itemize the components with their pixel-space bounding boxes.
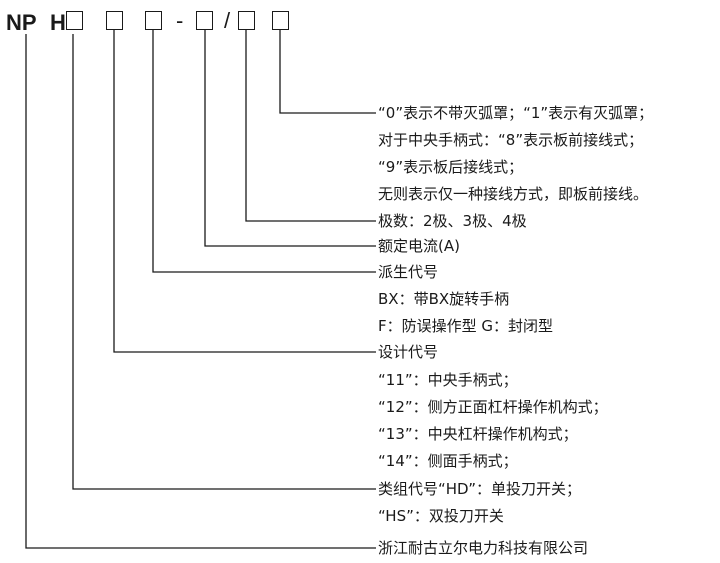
desc-single-wiring: 无则表示仅一种接线方式，即板前接线。 (378, 185, 649, 203)
desc-rear-wiring: “9”表示板后接线式； (378, 158, 524, 176)
desc-bx: BX：带BX旋转手柄 (378, 290, 510, 308)
leader-line-design (113, 30, 376, 353)
code-slash: / (224, 8, 231, 33)
desc-code-13: “13”：中央杠杆操作机构式； (378, 425, 578, 443)
code-box-design (66, 11, 83, 30)
desc-code-12: “12”：侧方正面杠杆操作机构式； (378, 398, 608, 416)
leader-line-derivative (152, 30, 376, 273)
model-prefix: NP (6, 10, 37, 35)
code-box-current (196, 11, 213, 30)
code-box-poles (238, 11, 255, 30)
leader-line-poles (245, 30, 376, 222)
leader-line-company (25, 34, 376, 549)
desc-class-hd: 类组代号“HD”：单投刀开关； (378, 480, 581, 498)
desc-f-g: F：防误操作型 G：封闭型 (378, 317, 554, 335)
code-box-extra (272, 11, 289, 30)
desc-arc-chute: “0”表示不带灭弧罩；“1”表示有灭弧罩； (378, 104, 654, 122)
leader-line-class (72, 34, 376, 490)
desc-code-14: “14”：侧面手柄式； (378, 452, 518, 470)
desc-class-hs: “HS”：双投刀开关 (378, 507, 504, 525)
desc-code-11: “11”：中央手柄式； (378, 371, 518, 389)
leader-line-current (204, 30, 376, 247)
desc-rated-current: 额定电流(A) (378, 237, 460, 255)
code-box-design-2 (106, 11, 123, 30)
model-letter: H (50, 10, 66, 35)
desc-design-code: 设计代号 (378, 343, 439, 361)
desc-poles: 极数：2极、3极、4极 (378, 212, 527, 230)
desc-company: 浙江耐古立尔电力科技有限公司 (378, 539, 589, 557)
code-dash: - (176, 8, 184, 33)
leader-line-extra (279, 30, 376, 114)
desc-derivative-code: 派生代号 (378, 263, 439, 281)
code-box-derivative (145, 11, 162, 30)
desc-front-wiring: 对于中央手柄式：“8”表示板前接线式； (378, 131, 644, 149)
